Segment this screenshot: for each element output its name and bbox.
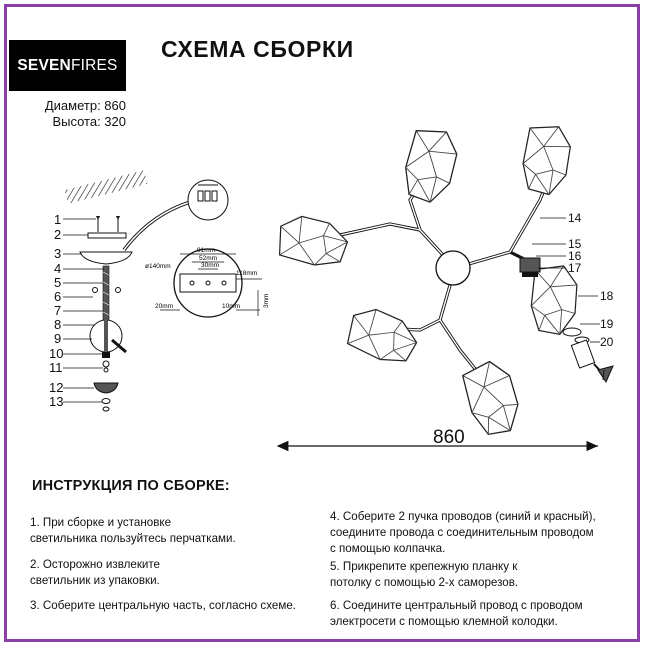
page-frame xyxy=(4,4,640,642)
part-number: 19 xyxy=(600,317,614,331)
shade xyxy=(342,302,424,370)
step-line: 5. Прикрепите крепежную планку к xyxy=(330,560,518,573)
logo-text-light: FIRES xyxy=(70,56,118,74)
width-label: 860 xyxy=(433,427,465,448)
dim-label: 118mm xyxy=(236,270,257,277)
step-line: 2. Осторожно извлеките xyxy=(30,558,160,571)
instruction-step: 4. Соберите 2 пучка проводов (синий и кр… xyxy=(330,509,596,557)
part-number: 6 xyxy=(54,289,61,304)
part-number: 3 xyxy=(54,246,61,261)
instruction-step: 1. При сборке и установке светильника по… xyxy=(30,515,236,547)
part-leaders xyxy=(63,218,104,403)
step-line: с помощью колпачка. xyxy=(330,542,446,555)
shade xyxy=(456,356,528,442)
dim-label: 52mm xyxy=(199,255,217,262)
dim-label: 91mm xyxy=(197,247,215,254)
step-line: 3. Соберите центральную часть, согласно … xyxy=(30,599,296,612)
arm-numbers: 14 15 16 17 18 19 20 xyxy=(568,211,614,349)
dim-label: 20mm xyxy=(155,303,173,310)
part-number: 11 xyxy=(49,360,63,375)
bottom-cap xyxy=(93,382,119,394)
chandelier-top-view xyxy=(274,123,614,442)
part-number: 18 xyxy=(600,289,614,303)
step-line: 4. Соберите 2 пучка проводов (синий и кр… xyxy=(330,510,596,523)
step-line: электросети с помощью клемной колодки. xyxy=(330,615,558,628)
part-number: 10 xyxy=(49,346,63,361)
step-line: соедините провода с соединительным прово… xyxy=(330,526,594,539)
dim-label: 3mm xyxy=(263,294,270,308)
spec-height: Высота: 320 xyxy=(52,114,126,129)
logo-text-bold: SEVEN xyxy=(17,56,71,74)
part-number: 14 xyxy=(568,211,582,225)
detail-circle-top xyxy=(187,179,229,221)
shade xyxy=(274,212,352,271)
instruction-step: 5. Прикрепите крепежную планку к потолку… xyxy=(330,559,518,591)
part-number: 1 xyxy=(54,212,61,227)
part-numbers: 1 2 3 4 5 6 7 8 9 10 11 12 13 xyxy=(49,212,63,409)
center-hub xyxy=(435,250,471,286)
instruction-step: 2. Осторожно извлеките светильник из упа… xyxy=(30,557,160,589)
step-line: 6. Соедините центральный провод с провод… xyxy=(330,599,583,612)
part-number: 7 xyxy=(54,303,61,318)
step-line: светильника пользуйтесь перчатками. xyxy=(30,532,236,545)
step-line: светильник из упаковки. xyxy=(30,574,160,587)
part-number: 5 xyxy=(54,275,61,290)
ceiling-hatch xyxy=(64,170,148,204)
dim-label: 10mm xyxy=(222,303,240,310)
socket xyxy=(519,257,541,273)
instruction-step: 3. Соберите центральную часть, согласно … xyxy=(30,598,296,614)
shade xyxy=(519,123,573,197)
shade-detached xyxy=(530,265,578,335)
spec-diameter: Диаметр: 860 xyxy=(44,98,126,113)
shade xyxy=(399,125,461,206)
assembly-diagram: 1 2 3 4 5 6 7 8 9 10 11 12 13 xyxy=(49,123,614,452)
dim-label: ø140mm xyxy=(145,263,171,270)
brand-logo: SEVENFIRES xyxy=(9,40,126,91)
step-line: потолку с помощью 2-х саморезов. xyxy=(330,576,519,589)
page-title: СХЕМА СБОРКИ xyxy=(161,36,354,62)
plate-detail: 91mm 52mm 30mm 118mm ø140mm 20mm 10mm 3m… xyxy=(145,247,270,318)
step-line: 1. При сборке и установке xyxy=(30,516,172,529)
part-number: 12 xyxy=(49,380,63,395)
bulb-socket xyxy=(570,339,596,369)
instructions-heading: ИНСТРУКЦИЯ ПО СБОРКЕ: xyxy=(32,478,230,494)
part-number: 8 xyxy=(54,317,61,332)
part-number: 4 xyxy=(54,261,61,276)
canopy xyxy=(79,251,133,265)
instruction-step: 6. Соедините центральный провод с провод… xyxy=(330,598,583,630)
part-number: 17 xyxy=(568,261,582,275)
part-number: 16 xyxy=(568,249,582,263)
mount-plate xyxy=(87,232,127,239)
part-number: 20 xyxy=(600,335,614,349)
part-number: 15 xyxy=(568,237,582,251)
mount-stack xyxy=(64,170,229,412)
part-number: 2 xyxy=(54,227,61,242)
dim-label: 30mm xyxy=(201,262,219,269)
arm-leaders xyxy=(532,217,600,343)
part-number: 13 xyxy=(49,394,63,409)
part-number: 9 xyxy=(54,331,61,346)
